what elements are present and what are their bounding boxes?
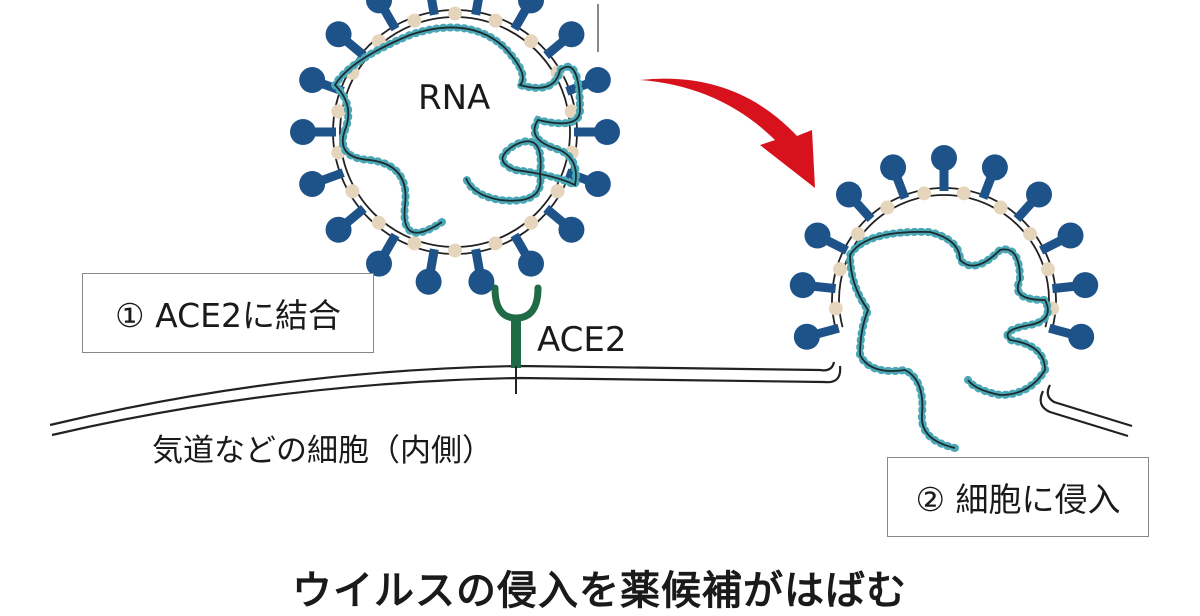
- rna-label: RNA: [418, 78, 491, 118]
- virus1-spike-icon: [543, 205, 585, 243]
- curved-arrow-icon: [640, 78, 815, 188]
- virus2-spike-icon: [1048, 323, 1095, 350]
- virus1-spike-icon: [290, 119, 336, 145]
- virus1-envelope-protein: [550, 184, 565, 199]
- virus2-spike-icon: [1051, 272, 1099, 299]
- virus1-spike-icon: [366, 0, 400, 32]
- virus2-envelope-protein: [917, 186, 932, 201]
- virus1-envelope-protein: [407, 236, 422, 251]
- virus1-envelope-protein: [448, 243, 462, 258]
- step-1-box: ① ACE2に結合: [82, 273, 374, 353]
- virus1-envelope-protein: [488, 13, 503, 28]
- diagram-title: ウイルスの侵入を薬候補がはばむ: [292, 568, 907, 614]
- virus1-spike-icon: [510, 232, 544, 277]
- virus1-spike-icon: [427, 0, 439, 16]
- virus1-spike-icon: [415, 248, 442, 295]
- rna-strand-2: [845, 227, 1052, 452]
- virus2-spike-icon: [1039, 222, 1084, 255]
- step-2-label: ② 細胞に侵入: [915, 480, 1121, 519]
- virus1-spike-icon: [468, 248, 495, 295]
- virus2-spike-icon: [978, 154, 1008, 200]
- virus2-envelope-protein: [850, 226, 865, 241]
- virus2-envelope-protein: [828, 301, 843, 316]
- virus1-spike-icon: [574, 119, 620, 145]
- virus1-envelope-protein: [407, 13, 422, 28]
- virus2-envelope-protein: [1041, 262, 1056, 277]
- cell-label: 気道などの細胞（内側）: [152, 433, 493, 469]
- virus2-spike-icon: [789, 272, 837, 299]
- virus2-spike-icon: [1013, 181, 1053, 223]
- virus2-spike-icon: [880, 154, 910, 200]
- virus1-envelope-protein: [524, 34, 539, 49]
- virus-fusing-icon: [789, 145, 1099, 350]
- virus2-envelope-protein: [993, 200, 1008, 215]
- virus1-envelope-protein: [448, 6, 462, 21]
- virus1-envelope-protein: [371, 215, 386, 230]
- virus1-spike-icon: [471, 0, 483, 16]
- virus2-spike-icon: [931, 145, 957, 191]
- virus1-spike-icon: [510, 0, 544, 32]
- rna-strand-1: [329, 23, 585, 237]
- virus2-envelope-protein: [880, 200, 895, 215]
- virus1-spike-icon: [325, 21, 367, 59]
- virus1-spike-icon: [325, 205, 367, 243]
- step-1-label: ① ACE2に結合: [115, 296, 341, 335]
- virus2-envelope-protein: [956, 186, 971, 201]
- cell-membrane: [49, 361, 1133, 438]
- virus1-envelope-protein: [488, 236, 503, 251]
- virus1-envelope-protein: [524, 215, 539, 230]
- virus1-envelope-protein: [345, 184, 360, 199]
- ace2-receptor-icon: [491, 284, 542, 394]
- virus1-spike-icon: [366, 232, 400, 277]
- virus2-envelope-protein: [1023, 226, 1038, 241]
- ace2-label: ACE2: [537, 320, 627, 360]
- virus1-spike-icon: [299, 168, 345, 197]
- virus2-envelope-protein: [832, 262, 847, 277]
- virus-particle-icon: [290, 0, 620, 295]
- virus1-envelope-protein: [331, 104, 346, 119]
- virus2-spike-icon: [835, 181, 875, 223]
- virus2-spike-icon: [793, 323, 840, 350]
- virus2-spike-icon: [804, 222, 849, 255]
- virus1-spike-icon: [543, 21, 585, 59]
- diagram-canvas: [49, 0, 1133, 452]
- step-2-box: ② 細胞に侵入: [887, 457, 1149, 537]
